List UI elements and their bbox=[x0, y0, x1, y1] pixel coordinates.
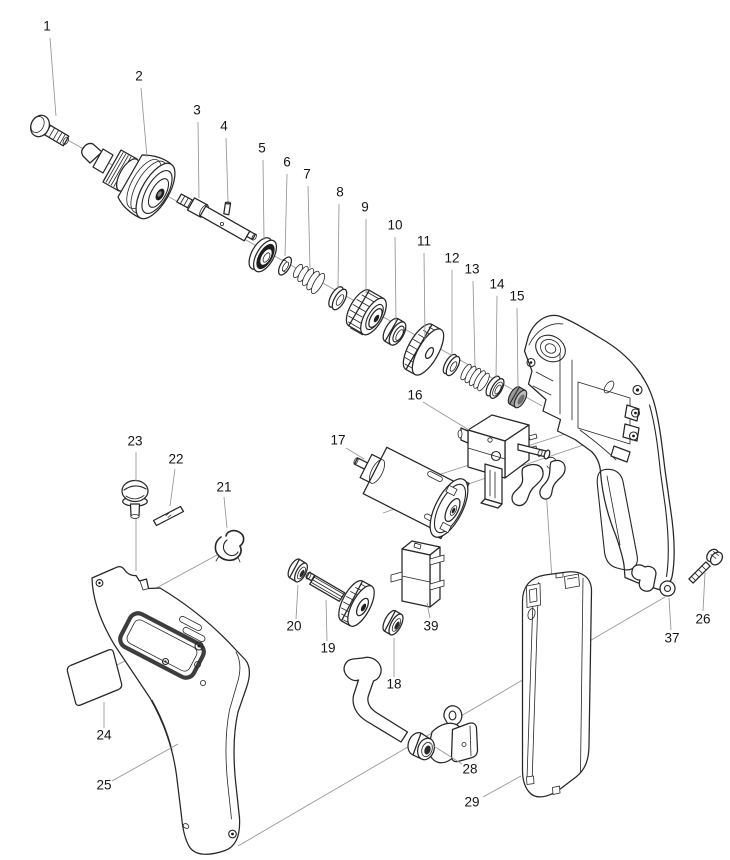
leader-line-15 bbox=[516, 307, 519, 389]
leader-line-2 bbox=[140, 87, 148, 158]
vent-slot bbox=[179, 615, 202, 632]
leader-line-25 bbox=[111, 743, 179, 782]
leader-line-29 bbox=[482, 775, 522, 798]
part-flat-washer bbox=[328, 286, 348, 311]
part-label-28-terminal-bracket: 28 bbox=[462, 762, 477, 777]
clip-assembly-axis bbox=[148, 554, 218, 593]
leader-line-39 bbox=[426, 602, 431, 619]
part-clutch-gear bbox=[345, 289, 387, 336]
part-trigger-assembly bbox=[511, 443, 566, 507]
leader-line-3 bbox=[197, 121, 200, 199]
part-pinion-gear bbox=[305, 571, 375, 627]
part-knob bbox=[121, 479, 149, 519]
part-terminal-bracket bbox=[343, 656, 479, 764]
part-compression-spring bbox=[460, 363, 490, 392]
leader-line-20 bbox=[295, 584, 299, 620]
part-bushing bbox=[507, 386, 528, 409]
parts-artwork bbox=[29, 114, 724, 855]
part-spindle bbox=[176, 193, 257, 242]
leader-line-22 bbox=[169, 468, 176, 507]
part-label-11-spur-gear: 11 bbox=[417, 234, 431, 249]
part-name-plate bbox=[66, 648, 123, 707]
part-callouts: 1234567891011121314151617181920212223242… bbox=[43, 19, 710, 810]
leader-line-8 bbox=[337, 203, 340, 289]
part-switch-lever-block bbox=[390, 540, 445, 608]
part-label-16-switch: 16 bbox=[407, 388, 422, 403]
part-housing-right-half bbox=[523, 314, 676, 597]
part-chuck-screw bbox=[29, 114, 70, 147]
part-label-20-bushing-front: 20 bbox=[286, 619, 301, 634]
leader-line-4 bbox=[225, 137, 229, 202]
part-conical-spring bbox=[292, 263, 326, 294]
part-housing-left-half bbox=[91, 566, 250, 855]
part-label-26-tapping-screw: 26 bbox=[695, 612, 710, 627]
housing-latch-hook bbox=[631, 564, 657, 592]
leader-line-16 bbox=[422, 401, 470, 431]
part-bushing-front bbox=[287, 558, 308, 583]
leader-line-10 bbox=[394, 236, 397, 322]
part-label-29-battery-pack: 29 bbox=[464, 795, 479, 810]
leader-line-26 bbox=[702, 572, 706, 612]
part-bearing-washer bbox=[485, 375, 505, 399]
part-tapping-screw bbox=[688, 548, 724, 584]
leader-line-11 bbox=[423, 252, 426, 341]
leader-line-14 bbox=[495, 295, 498, 379]
leader-line-17 bbox=[345, 447, 365, 460]
part-drill-chuck bbox=[81, 142, 176, 220]
part-label-22-flat-key: 22 bbox=[168, 452, 183, 467]
part-washer bbox=[442, 353, 461, 377]
part-switch bbox=[457, 414, 538, 509]
part-label-19-pinion-gear: 19 bbox=[320, 641, 335, 656]
part-spur-gear bbox=[402, 323, 445, 376]
leader-line-37 bbox=[668, 597, 672, 631]
part-motor bbox=[353, 446, 470, 540]
leader-line-19 bbox=[325, 599, 328, 642]
part-label-15-bushing: 15 bbox=[509, 289, 524, 304]
vent-slot bbox=[182, 626, 206, 643]
part-label-6-stop-ring: 6 bbox=[283, 155, 291, 170]
part-label-1-chuck-screw: 1 bbox=[43, 19, 51, 34]
part-label-7-conical-spring: 7 bbox=[303, 167, 311, 182]
part-pin bbox=[223, 201, 232, 216]
part-label-23-knob: 23 bbox=[127, 434, 142, 449]
part-bushing-small bbox=[382, 609, 404, 636]
part-label-37-housing-screw-boss: 37 bbox=[664, 631, 679, 646]
part-label-14-bearing-washer: 14 bbox=[489, 277, 505, 292]
part-label-5-ball-bearing: 5 bbox=[258, 141, 266, 156]
part-label-3-spindle: 3 bbox=[193, 103, 201, 118]
part-label-21-clip: 21 bbox=[216, 480, 231, 495]
leader-line-21 bbox=[223, 496, 228, 529]
screw-boss-37 bbox=[659, 580, 676, 597]
part-stop-ring bbox=[277, 256, 293, 276]
part-label-18-bushing-small: 18 bbox=[386, 677, 401, 692]
part-label-10-spacer-sleeve: 10 bbox=[387, 218, 402, 233]
part-label-8-flat-washer: 8 bbox=[336, 185, 344, 200]
part-label-9-clutch-gear: 9 bbox=[361, 200, 369, 215]
leader-line-5 bbox=[262, 159, 265, 241]
part-label-2-drill-chuck: 2 bbox=[135, 69, 143, 84]
part-label-4-pin: 4 bbox=[220, 119, 228, 134]
part-label-39-switch-lever-block: 39 bbox=[423, 619, 438, 634]
part-clip bbox=[214, 529, 245, 563]
leader-line-28 bbox=[428, 742, 463, 765]
name-plate-recess bbox=[118, 611, 206, 680]
part-spacer-sleeve bbox=[382, 317, 407, 346]
part-label-24-name-plate: 24 bbox=[96, 728, 112, 743]
leader-line-1 bbox=[49, 37, 57, 117]
part-ball-bearing bbox=[248, 237, 278, 273]
part-flat-key bbox=[152, 505, 185, 527]
leader-line-13 bbox=[472, 280, 476, 367]
leader-line-6 bbox=[284, 173, 288, 257]
part-label-13-compression-spring: 13 bbox=[464, 262, 479, 277]
part-label-25-housing-left-half: 25 bbox=[96, 778, 111, 793]
part-battery-pack bbox=[521, 571, 593, 798]
part-label-12-washer: 12 bbox=[444, 251, 459, 266]
part-label-17-motor: 17 bbox=[330, 433, 345, 448]
leader-line-7 bbox=[307, 185, 311, 269]
